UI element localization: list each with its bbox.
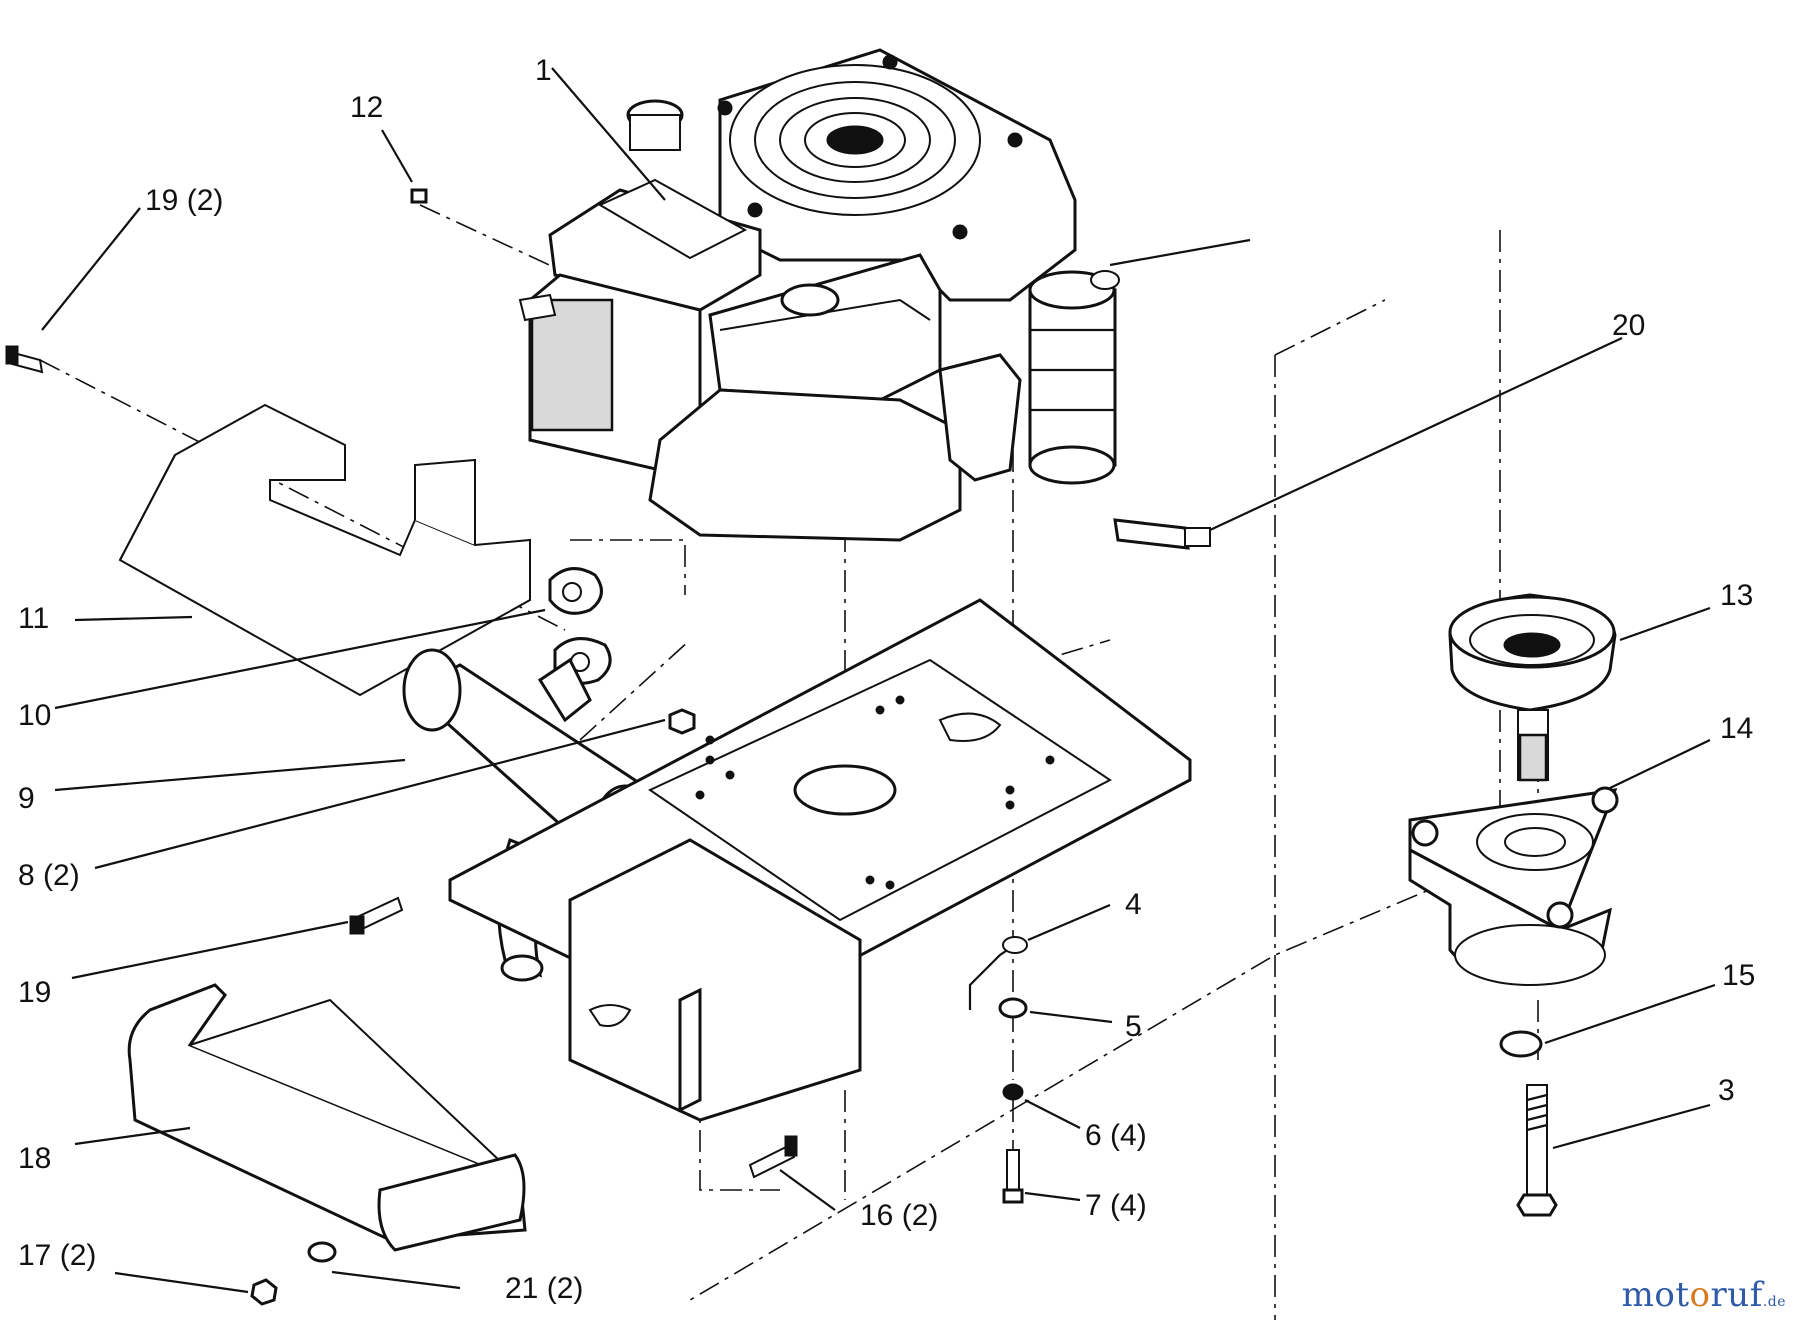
hardware xyxy=(5,188,1558,1306)
callout-labels: 1 3 4 5 6 (4) 7 (4) 8 (2) 9 10 11 12 13 … xyxy=(18,54,1755,1305)
electric-clutch xyxy=(1408,786,1619,986)
callout-18: 18 xyxy=(18,1142,51,1175)
heat-shield xyxy=(118,403,531,697)
front-bumper xyxy=(127,983,527,1252)
callout-21: 21 (2) xyxy=(505,1272,583,1305)
callout-19: 19 xyxy=(18,976,51,1009)
watermark-logo: motoruf.de xyxy=(1622,1275,1786,1315)
callout-14: 14 xyxy=(1720,712,1753,745)
callout-5: 5 xyxy=(1125,1010,1142,1043)
callout-8: 8 (2) xyxy=(18,859,80,892)
pulley xyxy=(1448,593,1617,782)
callout-15: 15 xyxy=(1722,959,1755,992)
callout-11: 11 xyxy=(18,602,49,635)
watermark-text: motoruf xyxy=(1621,1275,1763,1315)
engine xyxy=(518,48,1251,542)
callout-20: 20 xyxy=(1612,309,1645,342)
callout-13: 13 xyxy=(1720,579,1753,612)
callout-6: 6 (4) xyxy=(1085,1119,1147,1152)
callout-10: 10 xyxy=(18,699,51,732)
callout-1: 1 xyxy=(535,54,552,87)
callout-12: 12 xyxy=(350,91,383,124)
leader-lines xyxy=(41,67,1716,1294)
watermark-suffix: .de xyxy=(1762,1294,1786,1310)
callout-3: 3 xyxy=(1718,1074,1735,1107)
callout-9: 9 xyxy=(18,782,35,815)
callout-17: 17 (2) xyxy=(18,1239,96,1272)
callout-19-2: 19 (2) xyxy=(145,184,223,217)
callout-16: 16 (2) xyxy=(860,1199,938,1232)
callout-7: 7 (4) xyxy=(1085,1189,1147,1222)
callout-4: 4 xyxy=(1125,888,1142,921)
frame xyxy=(448,598,1192,1122)
